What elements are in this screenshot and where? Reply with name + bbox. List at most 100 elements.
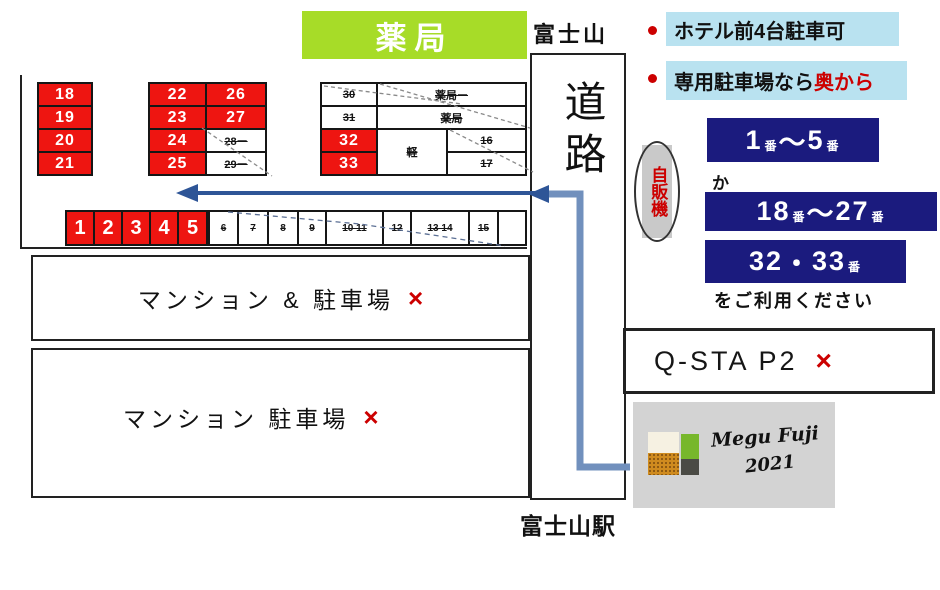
parking-cell: 33: [320, 151, 378, 176]
mansion-parking-box-1: マンション & 駐車場 ×: [31, 255, 530, 341]
cell-label: 21: [55, 154, 75, 172]
parking-cell: 18: [37, 82, 93, 107]
parking-cell-closed: 16: [446, 128, 527, 153]
fuji-label: 富士山: [533, 22, 609, 47]
cell-label: 30: [342, 88, 356, 101]
megufuji-logo-box: Megu Fuji 2021: [633, 402, 835, 508]
parking-cell-closed: 7: [237, 210, 269, 246]
parking-cell-closed: 12: [382, 210, 412, 246]
note-hotel-parking: ホテル前4台駐車可: [666, 12, 899, 46]
parking-cell: 5: [177, 210, 208, 246]
parking-cell-closed: 6: [208, 210, 239, 246]
parking-cell-closed: 8: [267, 210, 299, 246]
cell-label: 12: [391, 222, 403, 234]
parking-cell-closed: 15: [468, 210, 499, 246]
parking-cell-closed: 10 11: [325, 210, 384, 246]
logo-square-speckle: [648, 453, 679, 475]
range-dot: ・: [782, 249, 812, 279]
parking-cell-closed: 13 14: [410, 210, 470, 246]
cell-label: 24: [167, 131, 188, 149]
cell-label: 2: [102, 216, 114, 239]
usage-range-18-27: 18 番 ～ 27 番: [705, 192, 937, 231]
parking-cell: 4: [149, 210, 179, 246]
cell-label: 3: [130, 216, 142, 239]
parking-cell-closed: 9: [297, 210, 327, 246]
mansion-label: マンション & 駐車場: [137, 287, 394, 313]
parking-cell: 25: [148, 151, 207, 176]
note-text-red: 奥から: [814, 72, 874, 94]
note-private-parking: 専用駐車場なら奥から: [666, 61, 907, 100]
parking-cell: 32: [320, 128, 378, 153]
parking-cell: 22: [148, 82, 207, 107]
range-suffix: 番: [792, 210, 805, 224]
mansion-parking-box-2: マンション 駐車場 ×: [31, 348, 530, 498]
cell-label: 7: [250, 222, 256, 234]
cell-label: 23: [167, 108, 188, 126]
usage-range-1-5: 1 番 ～ 5 番: [707, 118, 879, 162]
parking-cell: 27: [205, 105, 267, 130]
x-mark: ×: [363, 401, 379, 432]
direction-arrow-head: [176, 184, 198, 202]
cell-label: 25: [167, 154, 188, 172]
x-mark: ×: [407, 282, 424, 313]
parking-cell: 19: [37, 105, 93, 130]
logo-text-line1: Megu Fuji: [710, 422, 820, 452]
range-tilde: ～: [778, 127, 808, 158]
logo-square-dark: [681, 459, 699, 475]
range-suffix: 番: [871, 210, 884, 224]
usage-range-32-33: 32 ・ 33 番: [705, 240, 906, 283]
pharmacy-cell-closed: 薬局ー: [376, 82, 527, 107]
cell-label: 4: [158, 216, 170, 239]
range-number: 27: [835, 196, 870, 226]
logo-square-cream: [648, 432, 679, 453]
front-row-open: 1 2 3 4 5: [65, 210, 208, 246]
cell-label: 6: [220, 222, 227, 234]
range-number: 5: [807, 124, 825, 155]
logo-square-green: [681, 434, 699, 459]
cell-label: 1: [74, 216, 86, 239]
cell-label: 22: [167, 85, 188, 103]
parking-cell: 3: [121, 210, 151, 246]
cell-label: 薬局ー: [435, 89, 468, 102]
bullet-dot: [648, 26, 657, 35]
cell-label: 10 11: [342, 222, 367, 234]
cell-label: 27: [226, 108, 246, 126]
cell-label: 20: [55, 131, 75, 149]
parking-cell: 24: [148, 128, 207, 153]
parking-cell: 2: [93, 210, 123, 246]
parking-cell: 23: [148, 105, 207, 130]
front-row-closed: 6 7 8 9 10 11 12 13 14 15: [208, 210, 527, 246]
cell-label: 19: [55, 108, 75, 126]
cell-label: 32: [339, 131, 359, 149]
cell-label: 9: [309, 222, 315, 234]
pharmacy-label: 薬局: [375, 20, 454, 56]
parking-cell: 20: [37, 128, 93, 153]
parking-cell: 1: [65, 210, 95, 246]
cell-label: 5: [186, 216, 199, 239]
or-label: か: [712, 174, 729, 193]
range-tilde: ～: [806, 199, 836, 229]
pharmacy-cell-closed: 薬局: [376, 105, 527, 130]
parking-cell-closed: [497, 210, 527, 246]
logo-text-line2: 2021: [744, 451, 797, 478]
parking-cell: 26: [205, 82, 267, 107]
cell-label: 33: [339, 154, 359, 172]
parking-cell: 21: [37, 151, 93, 176]
vending-machine-oval: [634, 141, 680, 242]
note-text: 専用駐車場なら: [674, 72, 814, 94]
range-number: 1: [745, 124, 763, 155]
range-number: 18: [756, 196, 791, 226]
cell-label: 31: [342, 111, 356, 124]
cell-label: 18: [55, 85, 75, 103]
cell-label: 16: [480, 134, 493, 147]
note-text: ホテル前4台駐車可: [674, 20, 846, 43]
range-number: 33: [811, 246, 847, 276]
qsta-label: Q-STA P2: [654, 345, 798, 376]
bullet-dot: [648, 74, 657, 83]
qsta-box: Q-STA P2 ×: [623, 328, 935, 394]
x-mark: ×: [815, 345, 832, 376]
cell-label: 26: [226, 85, 246, 103]
kei-cell-closed: 軽: [376, 128, 448, 176]
cell-label: 軽: [406, 147, 418, 159]
station-label: 富士山駅: [520, 513, 616, 539]
